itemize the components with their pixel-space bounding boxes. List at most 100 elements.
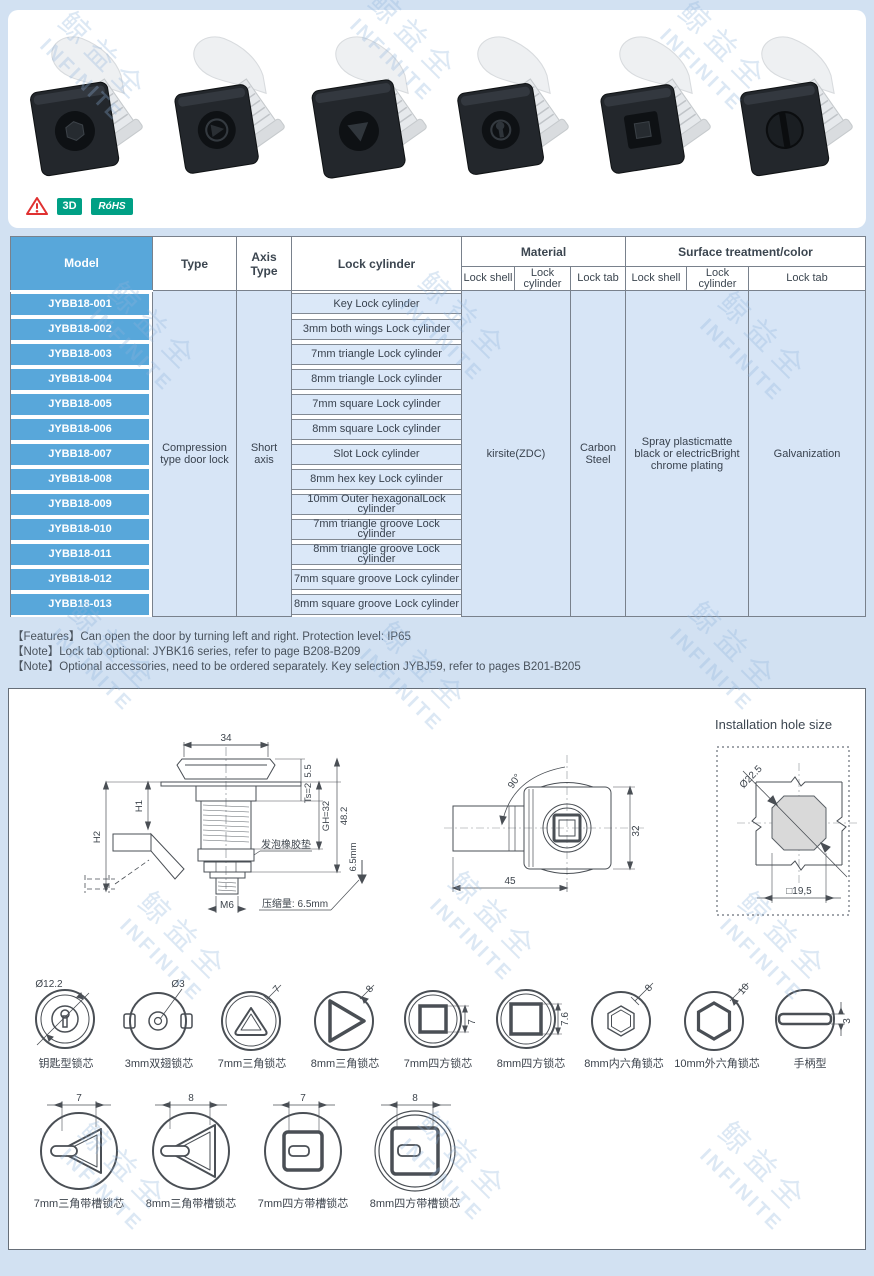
dim-diameter-22-5: Ø22.5 <box>738 763 765 791</box>
double-wing-cylinder-icon: Ø3 <box>123 979 193 1050</box>
svg-text:Ø3: Ø3 <box>171 979 185 990</box>
triangle-groove-7-icon: 7 <box>40 1093 118 1190</box>
square-groove-7-icon: 7 <box>264 1093 342 1190</box>
lock-cylinder-cell: 7mm square groove Lock cylinder <box>292 568 461 590</box>
col-header-lock-cylinder: Lock cylinder <box>291 236 462 291</box>
square-groove-8-icon: 8 <box>374 1093 456 1192</box>
subcol-surface-lock-shell: Lock shell <box>625 266 687 291</box>
key-cylinder-icon: Ø12.2 <box>35 979 95 1049</box>
cylinder-type-10mm-outer-hex: 10 10mm外六角锁芯 <box>672 977 762 1071</box>
side-view-drawing: 34 5.5 Ts=2 GH=32 48.2 H1 H2 M6 发泡橡胶垫 压缩… <box>84 733 367 913</box>
lock-cylinder-types-row1: Ø12.2 钥匙型锁芯 Ø3 3mm双翅锁芯 <box>21 977 855 1071</box>
subcol-material-lock-tab: Lock tab <box>570 266 626 291</box>
subcol-surface-lock-cylinder: Lock cylinder <box>686 266 749 291</box>
cylinder-type-8mm-square: 7.6 8mm四方锁芯 <box>486 977 576 1071</box>
table-row: JYBB18-001 Compression type door lock Sh… <box>10 290 867 617</box>
svg-text:7: 7 <box>300 1093 306 1104</box>
lock-cylinder-cell: Key Lock cylinder <box>292 293 461 315</box>
model-cell: JYBB18-006 <box>11 418 149 440</box>
notes: 【Features】Can open the door by turning l… <box>12 630 581 675</box>
model-cell: JYBB18-002 <box>11 318 149 340</box>
cylinder-type-7mm-square-groove: 7 7mm四方带槽锁芯 <box>249 1091 357 1211</box>
material-shell-cylinder-cell: kirsite(ZDC) <box>461 290 571 617</box>
col-header-axis-type: Axis Type <box>236 236 292 291</box>
lock-photo-knob <box>174 36 285 174</box>
certification-badges: 3D RóHS <box>26 196 133 216</box>
svg-text:8: 8 <box>188 1093 194 1104</box>
subcol-material-lock-shell: Lock shell <box>461 266 515 291</box>
svg-text:10: 10 <box>736 981 752 997</box>
model-cell: JYBB18-012 <box>11 568 149 590</box>
model-cell: JYBB18-007 <box>11 443 149 465</box>
col-header-type: Type <box>152 236 237 291</box>
lock-cylinder-cell: 10mm Outer hexagonalLock cylinder <box>292 493 461 515</box>
dim-90deg: 90° <box>506 772 524 791</box>
dim-ts2: Ts=2 <box>303 783 314 803</box>
triangle-groove-8-icon: 8 <box>152 1093 230 1190</box>
inner-hex-cylinder-icon: 8 <box>591 982 655 1051</box>
cylinder-type-8mm-inner-hex: 8 8mm内六角锁芯 <box>579 977 669 1071</box>
model-cell: JYBB18-013 <box>11 593 149 615</box>
dim-h1: H1 <box>134 800 145 812</box>
cylinder-type-key: Ø12.2 钥匙型锁芯 <box>21 977 111 1071</box>
cylinder-type-7mm-square: 7 7mm四方锁芯 <box>393 977 483 1071</box>
lock-cylinder-cell: 8mm square Lock cylinder <box>292 418 461 440</box>
spec-table-wrap: Model Type Axis Type Lock cylinder Mater… <box>10 236 867 617</box>
col-header-model: Model <box>10 236 153 292</box>
lock-photo-triangle <box>311 36 427 179</box>
dim-m6: M6 <box>220 900 234 911</box>
svg-text:7: 7 <box>271 983 283 995</box>
table-row: JYBB18-012 7mm square groove Lock cylinde… <box>10 566 866 592</box>
svg-text:7: 7 <box>467 1019 478 1025</box>
svg-text:7.6: 7.6 <box>560 1012 571 1026</box>
model-cell: JYBB18-004 <box>11 368 149 390</box>
lock-cylinder-cell: 8mm square groove Lock cylinder <box>292 593 461 615</box>
table-row: JYBB18-004 8mm triangle Lock cylinder <box>10 366 866 392</box>
lock-cylinder-types-row2: 7 7mm三角带槽锁芯 8 8mm三角带槽锁芯 <box>25 1091 473 1211</box>
table-row: JYBB18-009 10mm Outer hexagonalLock cylin… <box>10 491 866 517</box>
compression-label: 压缩量: 6.5mm <box>262 897 328 910</box>
3d-badge-icon: 3D <box>57 197 82 215</box>
dim-45: 45 <box>504 876 516 887</box>
model-cell: JYBB18-008 <box>11 468 149 490</box>
svg-text:7: 7 <box>76 1093 82 1104</box>
cylinder-type-8mm-triangle: 8 8mm三角锁芯 <box>300 977 390 1071</box>
lock-photo-square <box>600 36 711 174</box>
triangle-8-cylinder-icon: 8 <box>314 983 376 1051</box>
col-group-material: Material <box>461 236 626 267</box>
lock-cylinder-cell: 7mm square Lock cylinder <box>292 393 461 415</box>
lock-cylinder-cell: 7mm triangle groove Lock cylinder <box>292 518 461 540</box>
lock-cylinder-cell: 3mm both wings Lock cylinder <box>292 318 461 340</box>
note-lock-tab: 【Note】Lock tab optional: JYBK16 series, … <box>12 646 361 658</box>
table-row: JYBB18-002 3mm both wings Lock cylinder <box>10 316 866 342</box>
material-lock-tab-cell: Carbon Steel <box>570 290 626 617</box>
model-cell: JYBB18-005 <box>11 393 149 415</box>
lock-photo-key <box>457 36 569 175</box>
installation-hole-drawing: Ø22.5 □19,5 <box>709 735 859 925</box>
model-cell: JYBB18-009 <box>11 493 149 515</box>
dim-34: 34 <box>220 733 232 744</box>
features-note: 【Features】Can open the door by turning l… <box>12 631 411 643</box>
square-8-cylinder-icon: 7.6 <box>496 989 571 1049</box>
outer-hex-cylinder-icon: 10 <box>684 981 752 1051</box>
square-7-cylinder-icon: 7 <box>404 990 478 1048</box>
technical-drawing-panel: 34 5.5 Ts=2 GH=32 48.2 H1 H2 M6 发泡橡胶垫 压缩… <box>8 688 866 1250</box>
model-cell: JYBB18-010 <box>11 518 149 540</box>
model-cell: JYBB18-001 <box>11 293 149 315</box>
cylinder-type-7mm-triangle: 7 7mm三角锁芯 <box>207 977 297 1071</box>
model-cell: JYBB18-011 <box>11 543 149 565</box>
cylinder-type-8mm-triangle-groove: 8 8mm三角带槽锁芯 <box>137 1091 245 1211</box>
surface-lock-tab-cell: Galvanization <box>747 290 867 617</box>
spec-table: Model Type Axis Type Lock cylinder Mater… <box>10 236 867 617</box>
cylinder-type-7mm-triangle-groove: 7 7mm三角带槽锁芯 <box>25 1091 133 1211</box>
lock-cylinder-cell: 8mm triangle Lock cylinder <box>292 368 461 390</box>
table-row: JYBB18-006 8mm square Lock cylinder <box>10 416 866 442</box>
rohs-badge-icon: RóHS <box>91 197 133 215</box>
axis-type-cell: Short axis <box>236 290 292 617</box>
cylinder-type-double-wing: Ø3 3mm双翅锁芯 <box>114 977 204 1071</box>
note-accessories: 【Note】Optional accessories, need to be o… <box>12 661 581 673</box>
cylinder-type-handle: 3 手柄型 <box>765 977 855 1071</box>
